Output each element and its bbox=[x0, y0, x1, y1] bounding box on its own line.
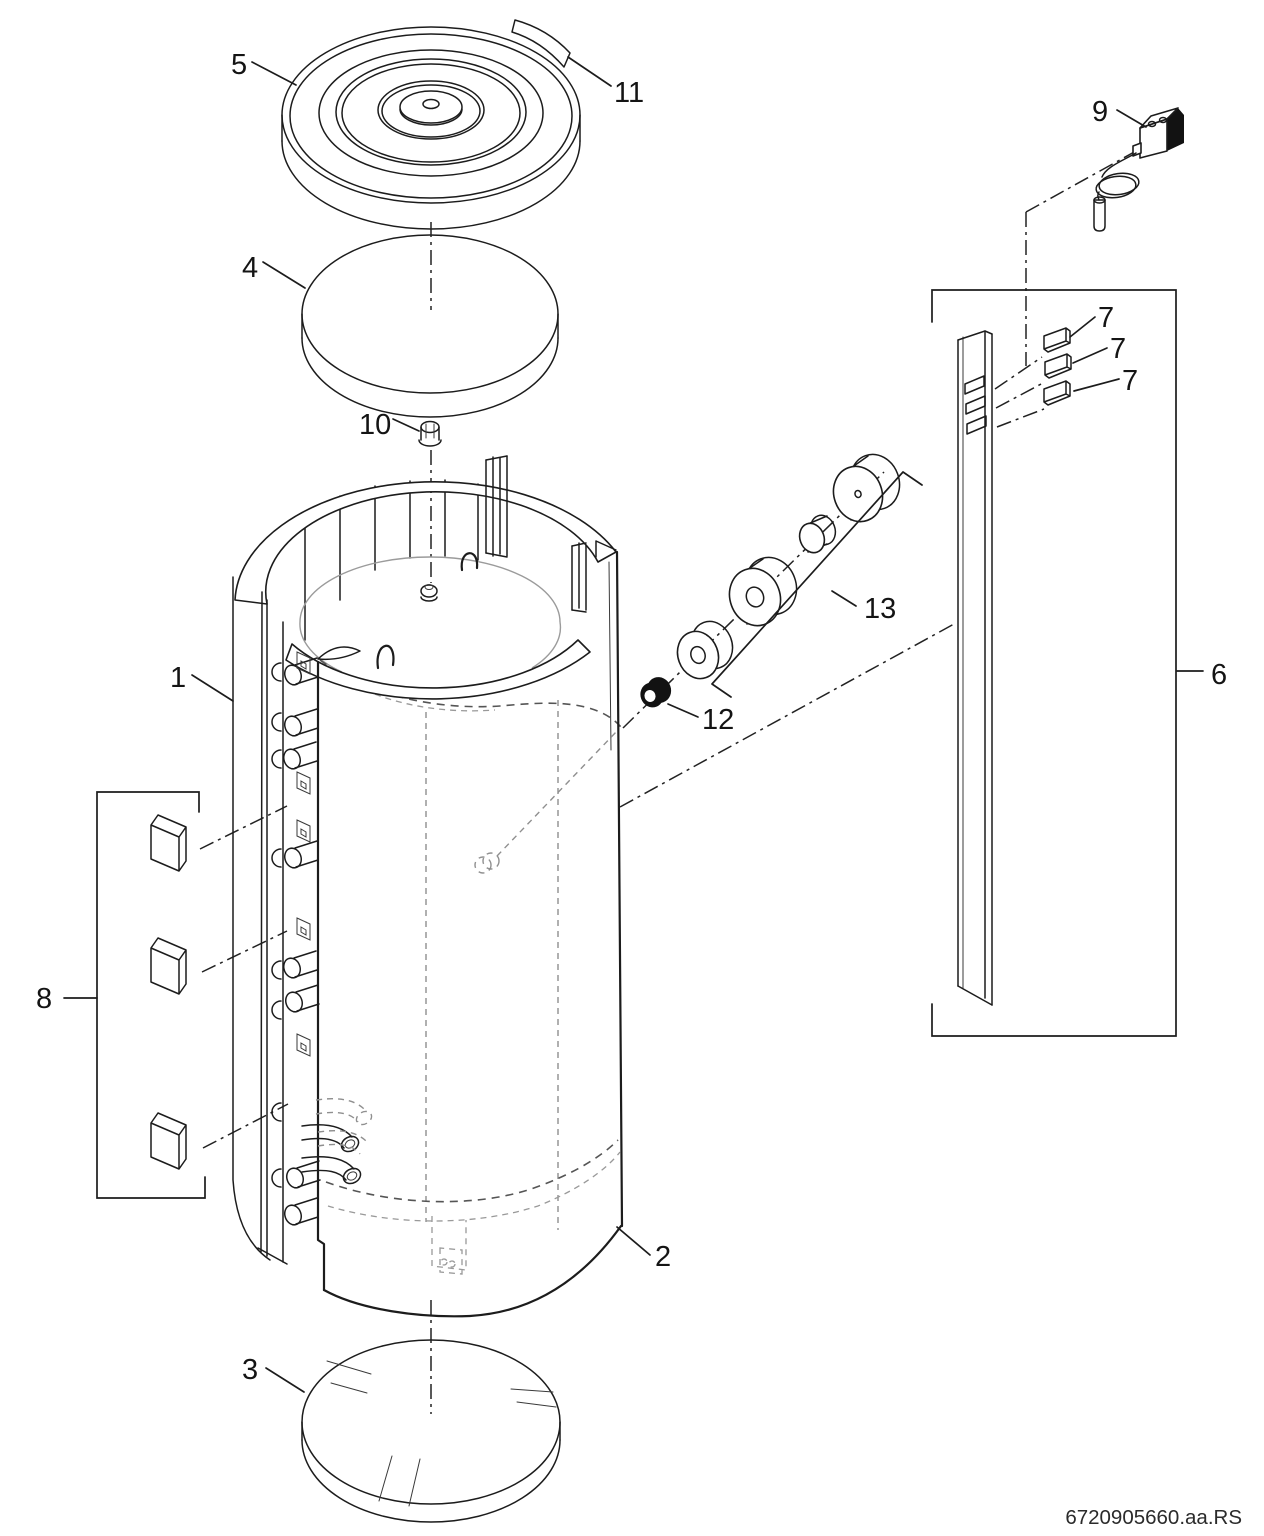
part-2-tank bbox=[282, 552, 623, 1318]
callout-7c: 7 bbox=[1122, 365, 1138, 397]
part-6-bracket bbox=[931, 289, 1204, 1037]
callout-9: 9 bbox=[1092, 96, 1108, 128]
callout-1: 1 bbox=[170, 662, 186, 694]
tank-tabs bbox=[296, 651, 311, 1057]
callout-2: 2 bbox=[655, 1241, 671, 1273]
drawing-code: 6720905660.aa.RS bbox=[1065, 1506, 1242, 1529]
callout-7b: 7 bbox=[1110, 333, 1126, 365]
part-8-bracket bbox=[63, 791, 206, 1199]
centerlines bbox=[199, 150, 1137, 1414]
part-13-bracket bbox=[711, 471, 923, 698]
part-2-tank-dome bbox=[299, 556, 622, 728]
callout-6: 6 bbox=[1211, 659, 1227, 691]
callout-3: 3 bbox=[242, 1354, 258, 1386]
part-10-fitting bbox=[418, 420, 442, 447]
part-9-temperature-sensor bbox=[1093, 107, 1184, 232]
callout-12: 12 bbox=[702, 704, 734, 736]
callout-4: 4 bbox=[242, 252, 258, 284]
tank-ports bbox=[282, 657, 321, 1226]
leader-lines bbox=[191, 56, 1147, 1393]
part-5-cover-lid bbox=[281, 26, 581, 230]
callout-8: 8 bbox=[36, 983, 52, 1015]
part-11-cover-strip bbox=[511, 19, 571, 68]
callouts: 5 11 4 10 9 7 7 7 6 1 8 2 3 12 13 bbox=[36, 49, 1227, 1386]
part-1-jacket-rim bbox=[232, 455, 624, 1265]
part-8-clips bbox=[150, 814, 187, 1170]
callout-5: 5 bbox=[231, 49, 247, 81]
part-4-insulation-disc-top bbox=[301, 234, 559, 418]
part-12-plug bbox=[640, 677, 672, 708]
part-6-rail bbox=[957, 330, 993, 1006]
callout-10: 10 bbox=[359, 409, 391, 441]
part-7-clips bbox=[1043, 327, 1072, 406]
tank-pipes bbox=[301, 1098, 373, 1185]
part-3-insulation-disc-bottom bbox=[301, 1339, 561, 1523]
callout-13: 13 bbox=[864, 593, 896, 625]
part-1-insulation-jacket bbox=[304, 479, 479, 641]
callout-7a: 7 bbox=[1098, 302, 1114, 334]
callout-11: 11 bbox=[614, 77, 644, 109]
